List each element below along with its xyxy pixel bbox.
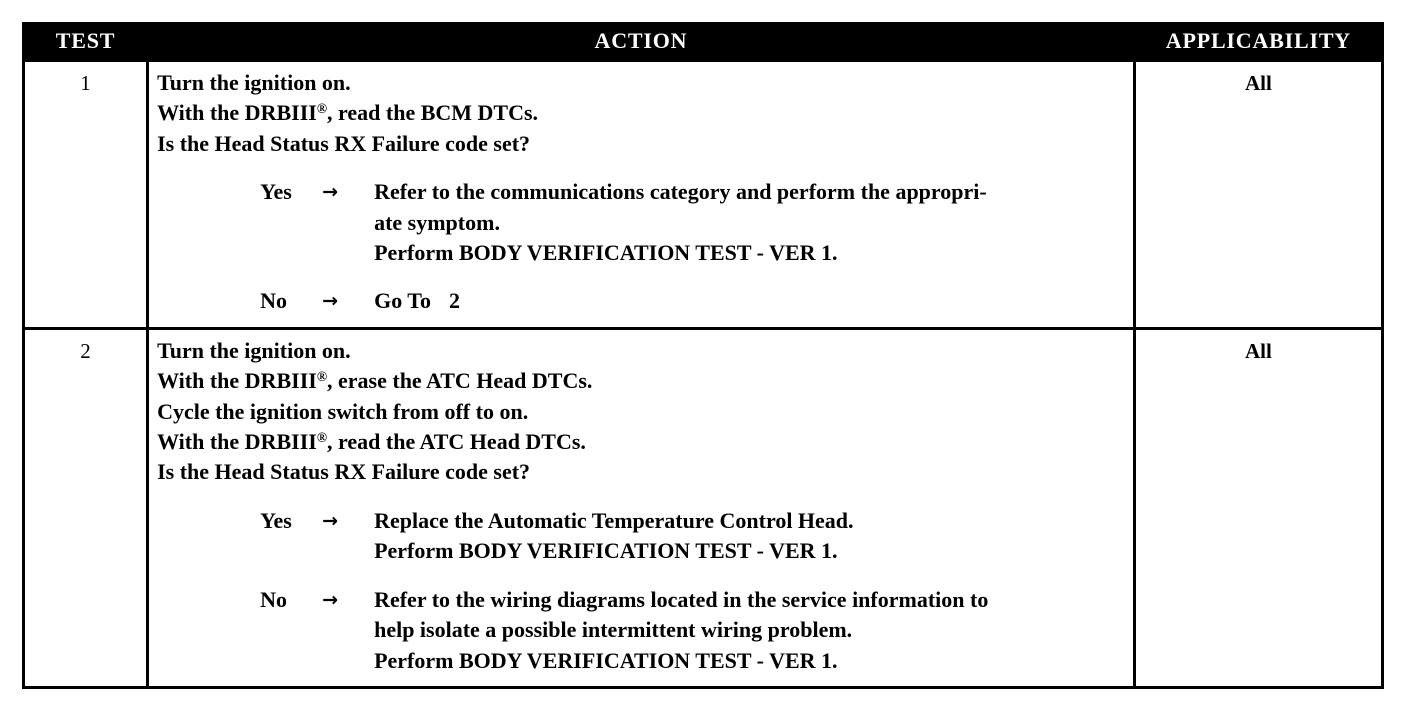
statement-line: Turn the ignition on. [157, 70, 351, 95]
branch-line: ate symptom. [374, 209, 500, 235]
column-header-applicability: APPLICABILITY [1132, 22, 1385, 62]
branch-label-no: No [260, 586, 287, 612]
applicability-value: All [1132, 59, 1385, 330]
table-row: 2 Turn the ignition on. With the DRBIII®… [21, 326, 1385, 689]
statement-line: With the DRBIII®, read the ATC Head DTCs… [157, 429, 586, 455]
statement-block: Turn the ignition on. With the DRBIII®, … [157, 336, 1133, 488]
action-cell: Turn the ignition on. With the DRBIII®, … [146, 59, 1136, 330]
statement-line: Is the Head Status RX Failure code set? [157, 130, 531, 156]
branch-body: Replace the Automatic Temperature Contro… [374, 506, 1133, 567]
test-number: 1 [21, 59, 150, 330]
test-number: 2 [21, 326, 150, 689]
branch-body: Go To 2 [374, 286, 1133, 316]
arrow-right-icon: → [322, 509, 338, 532]
column-header-test: TEST [21, 22, 150, 62]
table-row: 1 Turn the ignition on. With the DRBIII®… [21, 59, 1385, 330]
branch-line: Perform BODY VERIFICATION TEST - VER 1. [374, 538, 838, 564]
branch-line: Refer to the communications category and… [374, 179, 987, 205]
branch-no: No → Refer to the wiring diagrams locate… [157, 585, 1133, 676]
branch-line: Perform BODY VERIFICATION TEST - VER 1. [374, 240, 838, 266]
table-header-row: TEST ACTION APPLICABILITY [21, 22, 1385, 62]
action-cell: Turn the ignition on. With the DRBIII®, … [146, 326, 1136, 689]
applicability-value: All [1132, 326, 1385, 689]
statement-line: Turn the ignition on. [157, 337, 351, 363]
statement-block: Turn the ignition on. With the DRBIII®, … [157, 68, 1133, 159]
registered-mark-icon: ® [316, 101, 328, 117]
arrow-right-icon: → [322, 181, 338, 204]
diagnostic-test-table: TEST ACTION APPLICABILITY 1 Turn the ign… [21, 22, 1385, 689]
branch-line: help isolate a possible intermittent wir… [374, 617, 853, 643]
branch-line: Refer to the wiring diagrams located in … [374, 586, 989, 612]
branch-yes: Yes → Refer to the communications catego… [157, 177, 1133, 268]
branch-goto-link[interactable]: Go To [374, 288, 431, 314]
branch-label-yes: Yes [260, 179, 292, 205]
branch-line: Replace the Automatic Temperature Contro… [374, 507, 854, 533]
column-header-action: ACTION [146, 22, 1136, 62]
branch-no: No → Go To 2 [157, 286, 1133, 316]
table-body: 1 Turn the ignition on. With the DRBIII®… [21, 59, 1385, 689]
registered-mark-icon: ® [316, 429, 328, 445]
branch-label-no: No [260, 288, 287, 314]
statement-line: With the DRBIII®, erase the ATC Head DTC… [157, 368, 593, 394]
branch-label-yes: Yes [260, 507, 292, 533]
branch-body: Refer to the communications category and… [374, 177, 1133, 268]
registered-mark-icon: ® [316, 369, 328, 385]
arrow-right-icon: → [322, 290, 338, 313]
branch-line: Perform BODY VERIFICATION TEST - VER 1. [374, 647, 838, 673]
table-header: TEST ACTION APPLICABILITY [21, 22, 1385, 62]
statement-line: With the DRBIII®, read the BCM DTCs. [157, 100, 539, 126]
branch-yes: Yes → Replace the Automatic Temperature … [157, 506, 1133, 567]
arrow-right-icon: → [322, 588, 338, 611]
statement-line: Is the Head Status RX Failure code set? [157, 459, 531, 485]
statement-line: Cycle the ignition switch from off to on… [157, 398, 529, 424]
branch-goto-target[interactable]: 2 [448, 288, 460, 314]
branch-body: Refer to the wiring diagrams located in … [374, 585, 1133, 676]
